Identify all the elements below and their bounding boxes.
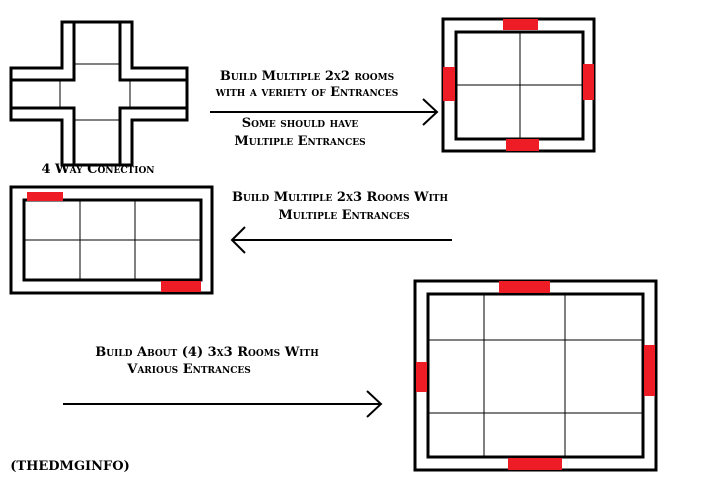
room-3x3-entrance — [416, 362, 427, 392]
instruction-2x3-line2: Multiple Entrances — [278, 208, 410, 223]
four-way-outer-wall — [9, 20, 189, 167]
room-3x3-entrance — [499, 281, 550, 293]
arrow-to-3x3-head — [366, 390, 383, 418]
room-2x2-entrance — [506, 139, 539, 151]
four-way-inner-wall — [9, 20, 189, 167]
room-2x2-entrance — [443, 67, 455, 101]
arrow-to-2x3-head — [230, 226, 246, 254]
room-3x3-outer-wall — [413, 279, 658, 472]
room-2x2-entrance — [503, 19, 538, 30]
instruction-2x2-line1: Build Multiple 2x2 rooms — [219, 69, 395, 84]
instruction-3x3-line2: Various Entrances — [127, 362, 251, 377]
credit-label: (THEDMGINFO) — [10, 459, 130, 474]
room-2x2-entrance — [583, 64, 594, 100]
room-3x3-entrance — [644, 345, 655, 396]
instruction-2x2-line2: with a veriety of Entrances — [215, 85, 399, 100]
room-3x3-entrance — [508, 458, 562, 470]
room-3x3-inner-wall — [426, 292, 645, 459]
room-2x3-outer-wall — [9, 185, 214, 295]
four-way-label: 4 Way Conection — [41, 162, 155, 177]
instruction-3x3-line1: Build About (4) 3x3 Rooms With — [95, 345, 319, 360]
instruction-2x3-line1: Build Multiple 2x3 Rooms With — [231, 190, 448, 205]
room-2x3-entrance — [161, 281, 201, 292]
room-2x3-entrance — [27, 192, 63, 201]
instruction-2x2-line4: Multiple Entrances — [234, 134, 366, 149]
arrow-to-2x2-head — [422, 98, 439, 126]
instruction-2x2-line3: Some should have — [241, 116, 359, 131]
